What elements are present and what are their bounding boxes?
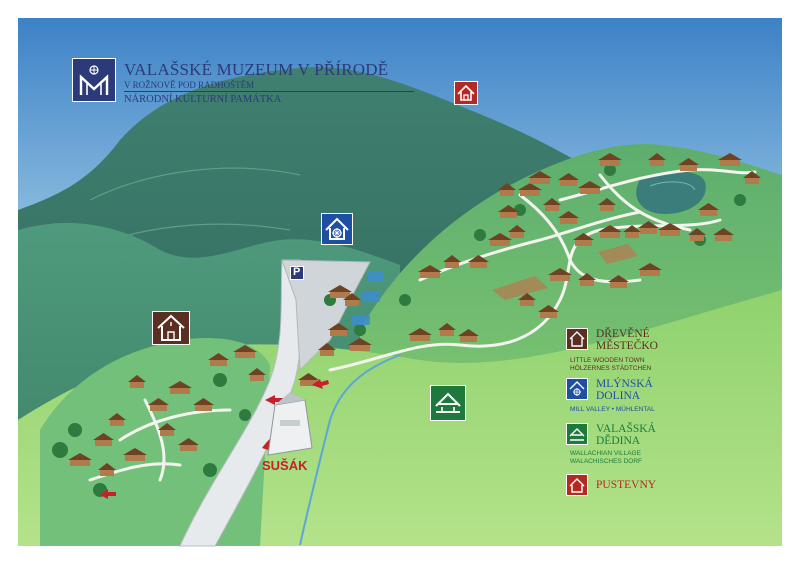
pustevny-house-icon xyxy=(566,474,588,496)
legend-subtitle: WALLACHIAN VILLAGE WALACHISCHES DORF xyxy=(570,450,642,465)
timber-house xyxy=(93,433,114,446)
timber-house xyxy=(638,221,659,234)
timber-house xyxy=(578,181,602,194)
museum-logo-icon xyxy=(72,58,116,102)
stream xyxy=(299,354,401,546)
timber-house xyxy=(248,368,266,381)
timber-house xyxy=(608,275,629,288)
timber-house xyxy=(508,225,526,238)
timber-house xyxy=(558,211,579,224)
timber-house xyxy=(713,228,734,241)
legend-subtitle: LITTLE WOODEN TOWN HÖLZERNES STÄDTCHEN xyxy=(570,357,652,372)
timber-house xyxy=(548,268,572,281)
timber-house xyxy=(343,293,361,306)
parking-sign-icon[interactable]: P xyxy=(290,266,304,280)
legend-name: MLÝNSKÁ DOLINA xyxy=(596,378,653,402)
timber-house xyxy=(158,423,176,436)
timber-house xyxy=(298,373,319,386)
museum-tagline: NÁRODNÍ KULTURNÍ PAMÁTKA xyxy=(124,94,282,105)
timber-house xyxy=(638,263,662,276)
timber-house xyxy=(458,329,479,342)
entrance-building xyxy=(267,392,313,456)
mill-wheel-icon xyxy=(566,378,588,400)
museum-title: VALAŠSKÉ MUZEUM V PŘÍRODĚ xyxy=(124,60,389,79)
timber-house xyxy=(598,225,622,238)
timber-house xyxy=(743,171,761,184)
parking-label: P xyxy=(293,266,301,278)
mill-ponds xyxy=(352,272,384,325)
parking-area xyxy=(281,259,371,372)
wooden-town-sign-icon[interactable] xyxy=(152,311,190,345)
timber-house xyxy=(718,153,742,166)
timber-house xyxy=(348,338,372,351)
timber-house xyxy=(193,398,214,411)
lake xyxy=(636,171,706,214)
timber-house xyxy=(518,293,536,306)
timber-house xyxy=(208,353,229,366)
timber-house xyxy=(688,228,706,241)
timber-house xyxy=(468,255,489,268)
timber-house xyxy=(318,343,336,356)
timber-house xyxy=(598,153,622,166)
timber-house xyxy=(573,233,594,246)
timber-house xyxy=(98,463,116,476)
museum-location: V ROŽNOVĚ POD RADHOŠTĚM xyxy=(124,80,255,90)
timber-house xyxy=(108,413,126,426)
timber-house xyxy=(498,205,519,218)
timber-buildings xyxy=(68,153,761,476)
timber-house xyxy=(543,198,561,211)
timber-house xyxy=(168,381,192,394)
legend-name: DŘEVĚNÉ MĚSTEČKO xyxy=(596,328,658,352)
header-divider xyxy=(124,91,414,92)
timber-house xyxy=(578,273,596,286)
pustevny-sign-icon[interactable] xyxy=(454,81,478,105)
legend-subtitle: MILL VALLEY • MÜHLENTAL xyxy=(570,406,655,413)
timber-house xyxy=(123,448,147,461)
timber-house xyxy=(178,438,199,451)
village-sign-icon[interactable] xyxy=(430,385,466,421)
timber-house xyxy=(488,233,512,246)
timber-house xyxy=(598,198,616,211)
timber-house xyxy=(558,173,579,186)
timber-house xyxy=(498,183,516,196)
timber-house xyxy=(233,345,257,358)
timber-house xyxy=(148,398,169,411)
timber-house xyxy=(623,225,641,238)
legend-name: PUSTEVNY xyxy=(596,479,657,491)
timber-house xyxy=(518,183,542,196)
entrance-label[interactable]: SUŠÁK xyxy=(262,458,308,473)
village-house-icon xyxy=(566,423,588,445)
timber-house xyxy=(408,328,432,341)
timber-house xyxy=(443,255,461,268)
timber-house xyxy=(418,265,442,278)
mill-valley-sign-icon[interactable] xyxy=(321,213,353,245)
timber-house xyxy=(68,453,92,466)
timber-house xyxy=(328,323,349,336)
timber-house xyxy=(678,158,699,171)
timber-house xyxy=(128,375,146,388)
wooden-house-icon xyxy=(566,328,588,350)
timber-house xyxy=(528,171,552,184)
timber-house xyxy=(698,203,719,216)
timber-house xyxy=(538,305,559,318)
timber-house xyxy=(438,323,456,336)
timber-house xyxy=(328,285,352,298)
legend-name: VALAŠSKÁ DĚDINA xyxy=(596,423,656,447)
timber-house xyxy=(658,223,682,236)
timber-house xyxy=(648,153,666,166)
